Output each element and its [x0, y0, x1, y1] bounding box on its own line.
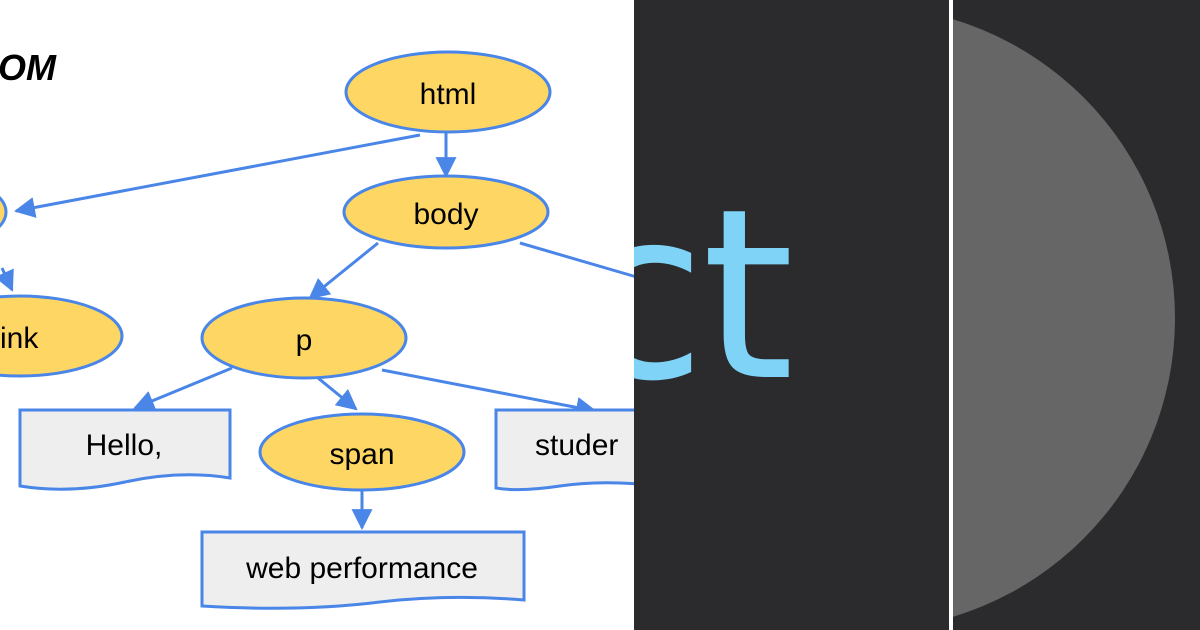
dom-tree-panel: OM html body ink [0, 47, 634, 610]
node-span-label: span [329, 438, 394, 471]
edge-head-link [0, 267, 14, 292]
node-p: p [200, 296, 408, 380]
panel-divider [949, 0, 953, 630]
text-node-hello: Hello, [18, 408, 232, 491]
node-html: html [344, 50, 552, 134]
node-head [0, 196, 8, 228]
react-logo-panel: ct [634, 0, 949, 630]
text-node-students-label: studer [535, 429, 618, 462]
dom-tree-diagram: OM html body ink [0, 47, 634, 610]
diagram-title: OM [0, 47, 57, 88]
node-html-label: html [420, 78, 477, 111]
edge-body-offscreen [519, 241, 634, 278]
text-node-web-performance-label: web performance [245, 552, 478, 585]
circle-panel [953, 0, 1200, 630]
node-body-label: body [413, 198, 478, 231]
react-wordmark-text: ct [634, 158, 794, 433]
circle-graphic [953, 19, 1175, 617]
node-link-label: ink [0, 322, 39, 355]
edge-p-span [317, 376, 358, 411]
edge-html-head [13, 133, 421, 218]
large-circle [953, 19, 1175, 617]
tree-edges [0, 132, 634, 531]
edge-p-hello [133, 366, 233, 411]
edge-body-p [308, 241, 379, 300]
text-node-hello-label: Hello, [86, 429, 163, 462]
node-p-label: p [296, 324, 313, 357]
node-link: ink [0, 294, 124, 378]
text-node-students: studer [494, 408, 634, 492]
node-body: body [342, 174, 550, 250]
text-node-web-performance: web performance [200, 530, 526, 610]
edge-p-students [381, 368, 598, 418]
node-span: span [258, 412, 466, 492]
